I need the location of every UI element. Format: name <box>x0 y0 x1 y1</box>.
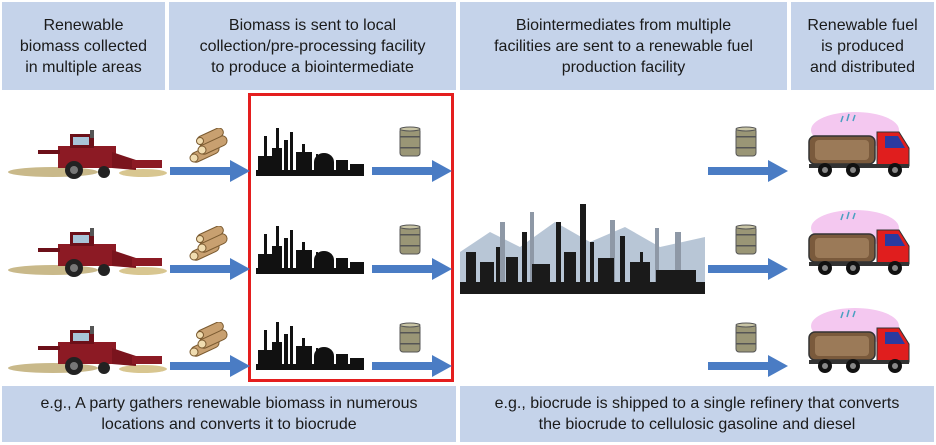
header-fuel-production-facility: Biointermediates from multiple facilitie… <box>460 2 787 90</box>
header-fuel-distribution-text: Renewable fuel is produced and distribut… <box>807 16 918 76</box>
arrow-right-icon <box>170 258 250 280</box>
tanker-truck-icon <box>805 308 911 374</box>
arrow-right-icon <box>708 160 788 182</box>
arrow-right-icon <box>372 160 452 182</box>
barrel-icon <box>399 322 421 354</box>
log-pile-icon <box>188 322 232 358</box>
footer-example-right-text: e.g., biocrude is shipped to a single re… <box>494 395 900 433</box>
arrow-right-icon <box>708 355 788 377</box>
arrow-right-icon <box>372 355 452 377</box>
header-fuel-production-facility-text: Biointermediates from multiple facilitie… <box>494 16 753 76</box>
arrow-right-icon <box>170 355 250 377</box>
log-pile-icon <box>188 226 232 262</box>
factory-silhouette-icon <box>256 224 364 274</box>
combine-harvester-icon <box>8 228 168 278</box>
header-preprocessing-facility: Biomass is sent to local collection/pre-… <box>169 2 456 90</box>
refinery-skyline-icon <box>460 192 705 294</box>
log-pile-icon <box>188 128 232 164</box>
combine-harvester-icon <box>8 326 168 376</box>
arrow-right-icon <box>372 258 452 280</box>
barrel-icon <box>399 126 421 158</box>
barrel-icon <box>735 224 757 256</box>
barrel-icon <box>735 322 757 354</box>
tanker-truck-icon <box>805 210 911 276</box>
footer-example-left-text: e.g., A party gathers renewable biomass … <box>40 395 418 433</box>
factory-silhouette-icon <box>256 320 364 370</box>
preprocessing-highlight-box <box>248 93 454 382</box>
footer-example-left: e.g., A party gathers renewable biomass … <box>2 386 456 442</box>
header-biomass-collection: Renewable biomass collected in multiple … <box>2 2 165 90</box>
arrow-right-icon <box>708 258 788 280</box>
header-preprocessing-facility-text: Biomass is sent to local collection/pre-… <box>199 16 426 76</box>
tanker-truck-icon <box>805 112 911 178</box>
barrel-icon <box>735 126 757 158</box>
combine-harvester-icon <box>8 130 168 180</box>
factory-silhouette-icon <box>256 126 364 176</box>
header-fuel-distribution: Renewable fuel is produced and distribut… <box>791 2 934 90</box>
arrow-right-icon <box>170 160 250 182</box>
footer-example-right: e.g., biocrude is shipped to a single re… <box>460 386 934 442</box>
header-biomass-collection-text: Renewable biomass collected in multiple … <box>19 16 148 76</box>
barrel-icon <box>399 224 421 256</box>
